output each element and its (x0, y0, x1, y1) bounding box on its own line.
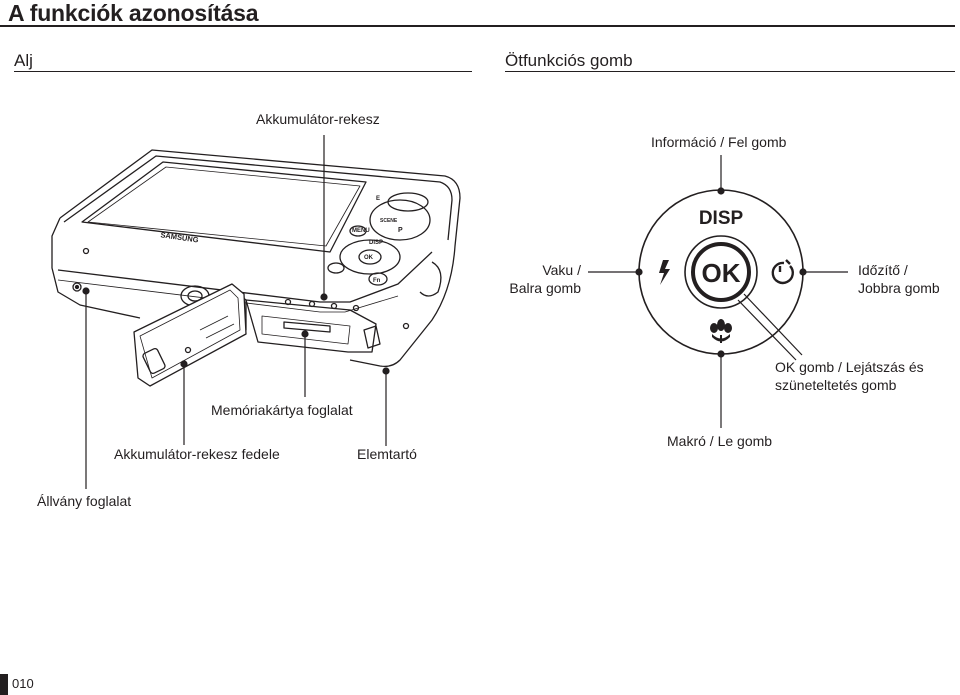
page-number: 010 (12, 676, 34, 691)
leader-dot-battery-cover (180, 360, 188, 368)
leader-ok-2 (737, 299, 797, 361)
label-battery-cover: Akkumulátor-rekesz fedele (114, 446, 280, 462)
leader-dot-up (717, 187, 725, 195)
e-button-label: E (376, 196, 380, 202)
leader-dot-battery-holder (382, 367, 390, 375)
leader-dot-left (635, 268, 643, 276)
page-number-bar (0, 674, 8, 695)
label-battery-compartment: Akkumulátor-rekesz (256, 111, 380, 127)
label-ok-2: szüneteltetés gomb (775, 377, 897, 393)
leader-dot-tripod (82, 287, 90, 295)
title-rule (0, 25, 955, 27)
leader-dot-battery-compartment (320, 293, 328, 301)
section-heading-five-function: Ötfunkciós gomb (505, 51, 633, 70)
timer-icon (771, 259, 794, 285)
section-rule-right (505, 71, 955, 72)
camera-illustration (51, 149, 461, 387)
label-timer-right-1: Időzítő / (858, 262, 908, 278)
menu-button-label: MENU (352, 228, 370, 234)
p-mode-label: P (398, 227, 403, 234)
label-memory-card-slot: Memóriakártya foglalat (211, 402, 353, 418)
macro-icon (710, 319, 732, 343)
label-flash-left-1: Vaku / (542, 262, 581, 278)
ok-button-label: OK (364, 255, 374, 261)
label-flash-left-2: Balra gomb (509, 280, 581, 296)
leader-ok-1 (743, 293, 803, 356)
label-tripod-socket: Állvány foglalat (37, 493, 132, 509)
leader-dot-memory-slot (301, 330, 309, 338)
section-rule-left (14, 71, 472, 72)
leader-dot-right (799, 268, 807, 276)
dial-disp-label: DISP (699, 208, 744, 229)
label-timer-right-2: Jobbra gomb (858, 280, 940, 296)
scene-mode-label: SCENE (380, 218, 398, 224)
leader-dot-down (717, 350, 725, 358)
page-title: A funkciók azonosítása (8, 0, 259, 26)
label-macro-down: Makró / Le gomb (667, 433, 773, 449)
fn-button-label: Fn (373, 278, 381, 284)
label-ok-1: OK gomb / Lejátszás és (775, 359, 924, 375)
flash-icon (659, 260, 670, 285)
label-info-up: Információ / Fel gomb (651, 134, 787, 150)
label-battery-holder: Elemtartó (357, 446, 417, 462)
dial-ok-label: OK (702, 258, 741, 288)
disp-button-label: DISP (369, 240, 383, 246)
section-heading-bottom: Alj (14, 51, 33, 70)
